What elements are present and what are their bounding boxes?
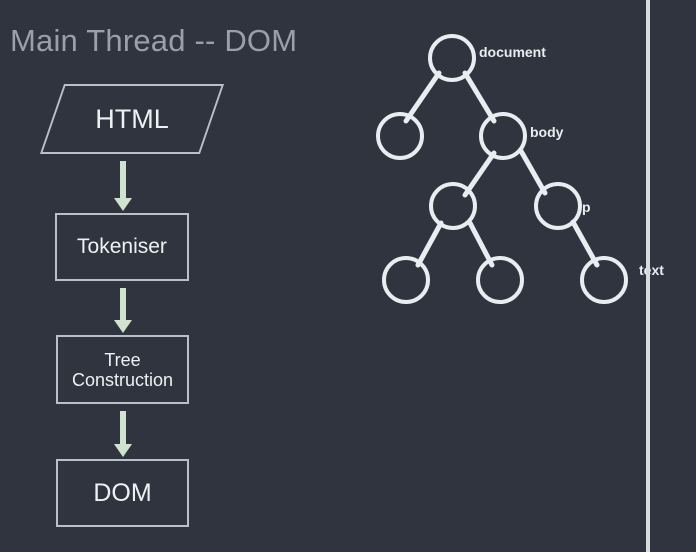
parallelogram-outline (39, 84, 225, 154)
dom-node-text (580, 256, 628, 304)
flow-node-tree-construction-line2: Construction (71, 369, 174, 390)
arrow-shaft (120, 411, 126, 444)
vertical-divider (646, 0, 650, 552)
flow-node-dom-label: DOM (93, 479, 152, 507)
dom-node-leaf1 (382, 256, 430, 304)
dom-node-label-p: p (582, 199, 591, 215)
edge-body-div (462, 150, 497, 198)
flow-node-tokeniser-label: Tokeniser (77, 235, 167, 259)
dom-tree-svg (376, 34, 628, 304)
flow-node-dom: DOM (56, 459, 189, 527)
dom-tree-edges (403, 70, 600, 268)
dom-node-div (429, 182, 477, 230)
edge-p-text (570, 219, 600, 268)
dom-node-body (479, 112, 527, 160)
arrow-shaft (120, 161, 126, 198)
dom-tree-diagram (370, 20, 696, 320)
arrow-head-icon (114, 198, 132, 211)
dom-node-label-document: document (479, 44, 546, 60)
edge-document-head (403, 70, 442, 124)
dom-node-document (428, 34, 476, 82)
flow-node-tree-construction-label: Tree Construction (58, 349, 187, 389)
dom-tree-nodes (376, 34, 628, 304)
dom-node-head (376, 112, 424, 160)
flow-node-tree-construction-line1: Tree (104, 349, 141, 370)
edge-document-body (462, 70, 497, 124)
dom-node-p (534, 182, 582, 230)
arrow-head-icon (114, 444, 132, 457)
dom-node-leaf2 (476, 256, 524, 304)
flow-node-tree-construction: Tree Construction (56, 335, 189, 404)
flow-arrow-tree-to-dom (114, 411, 132, 457)
edge-div-leaf2 (467, 220, 495, 268)
edge-div-leaf1 (415, 220, 444, 268)
flow-node-html: HTML (39, 84, 225, 154)
arrow-shaft (120, 288, 126, 320)
dom-node-label-text: text (639, 262, 664, 278)
flow-arrow-html-to-tokeniser (114, 161, 132, 211)
page-title: Main Thread -- DOM (10, 23, 298, 58)
flow-arrow-tokeniser-to-tree (114, 288, 132, 333)
edge-body-p (518, 148, 548, 196)
dom-node-label-body: body (530, 124, 564, 140)
flow-node-tokeniser: Tokeniser (55, 213, 189, 281)
arrow-head-icon (114, 320, 132, 333)
